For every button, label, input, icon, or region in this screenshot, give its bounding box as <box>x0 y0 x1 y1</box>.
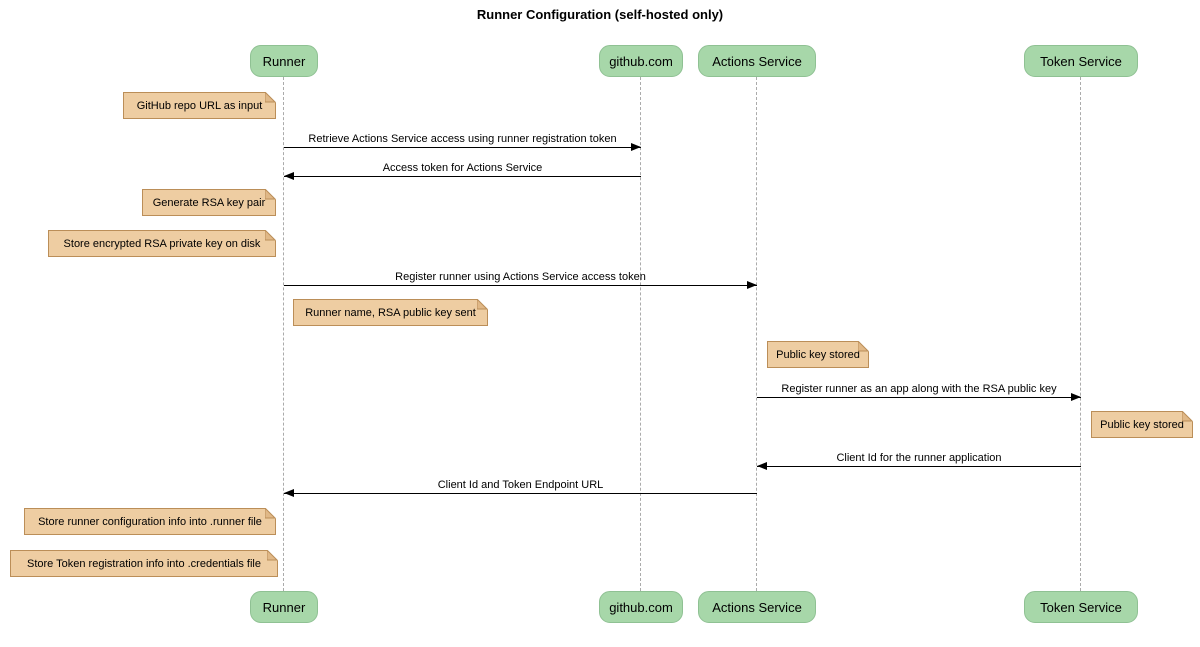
participant-runner-bottom: Runner <box>250 591 318 623</box>
arrow-line <box>284 285 757 286</box>
participant-actions-service-top: Actions Service <box>698 45 816 77</box>
arrowhead-left-icon <box>284 172 294 180</box>
note-generate-rsa-key-pair: Generate RSA key pair <box>142 189 276 216</box>
arrowhead-right-icon <box>747 281 757 289</box>
participant-github-bottom: github.com <box>599 591 683 623</box>
lifeline-runner <box>283 77 284 591</box>
note-fold-icon <box>265 508 276 519</box>
message-label: Client Id for the runner application <box>836 452 1002 464</box>
participant-runner-top: Runner <box>250 45 318 77</box>
arrow-line <box>284 147 641 148</box>
note-store-private-key: Store encrypted RSA private key on disk <box>48 230 276 257</box>
lifeline-actions-service <box>756 77 757 591</box>
message-label: Retrieve Actions Service access using ru… <box>308 133 617 145</box>
message-label: Client Id and Token Endpoint URL <box>437 479 604 491</box>
note-store-runner-file: Store runner configuration info into .ru… <box>24 508 276 535</box>
lifeline-github <box>640 77 641 591</box>
note-fold-icon <box>858 341 869 352</box>
participant-github-top: github.com <box>599 45 683 77</box>
note-runner-name-public-key: Runner name, RSA public key sent <box>293 299 488 326</box>
note-label: Runner name, RSA public key sent <box>305 306 476 319</box>
message-client-id-endpoint: Client Id and Token Endpoint URL <box>284 479 757 501</box>
note-label: Generate RSA key pair <box>152 196 266 209</box>
note-public-key-stored-actions: Public key stored <box>767 341 869 368</box>
note-fold-icon <box>265 189 276 200</box>
note-fold-icon <box>477 299 488 310</box>
note-fold-icon <box>265 92 276 103</box>
participant-token-service-top: Token Service <box>1024 45 1138 77</box>
arrowhead-right-icon <box>631 143 641 151</box>
note-store-credentials-file: Store Token registration info into .cred… <box>10 550 278 577</box>
note-fold-icon <box>1182 411 1193 422</box>
note-github-repo-url: GitHub repo URL as input <box>123 92 276 119</box>
note-label: Store Token registration info into .cred… <box>27 557 261 570</box>
note-fold-icon <box>267 550 278 561</box>
arrow-line <box>284 176 641 177</box>
arrowhead-left-icon <box>284 489 294 497</box>
note-label: GitHub repo URL as input <box>136 99 263 112</box>
note-public-key-stored-token: Public key stored <box>1091 411 1193 438</box>
arrowhead-left-icon <box>757 462 767 470</box>
participant-token-service-bottom: Token Service <box>1024 591 1138 623</box>
message-retrieve-actions-access: Retrieve Actions Service access using ru… <box>284 133 641 155</box>
note-label: Public key stored <box>1100 418 1184 431</box>
lifeline-token-service <box>1080 77 1081 591</box>
message-register-runner-app: Register runner as an app along with the… <box>757 383 1081 405</box>
message-label: Register runner using Actions Service ac… <box>395 271 646 283</box>
arrow-line <box>284 493 757 494</box>
message-label: Access token for Actions Service <box>382 162 543 174</box>
message-label: Register runner as an app along with the… <box>781 383 1057 395</box>
message-register-runner: Register runner using Actions Service ac… <box>284 271 757 293</box>
message-client-id: Client Id for the runner application <box>757 452 1081 474</box>
note-label: Store runner configuration info into .ru… <box>38 515 262 528</box>
arrow-line <box>757 397 1081 398</box>
arrow-line <box>757 466 1081 467</box>
note-label: Public key stored <box>776 348 860 361</box>
note-label: Store encrypted RSA private key on disk <box>63 237 261 250</box>
message-access-token: Access token for Actions Service <box>284 162 641 184</box>
participant-actions-service-bottom: Actions Service <box>698 591 816 623</box>
note-fold-icon <box>265 230 276 241</box>
arrowhead-right-icon <box>1071 393 1081 401</box>
diagram-title: Runner Configuration (self-hosted only) <box>476 7 724 22</box>
